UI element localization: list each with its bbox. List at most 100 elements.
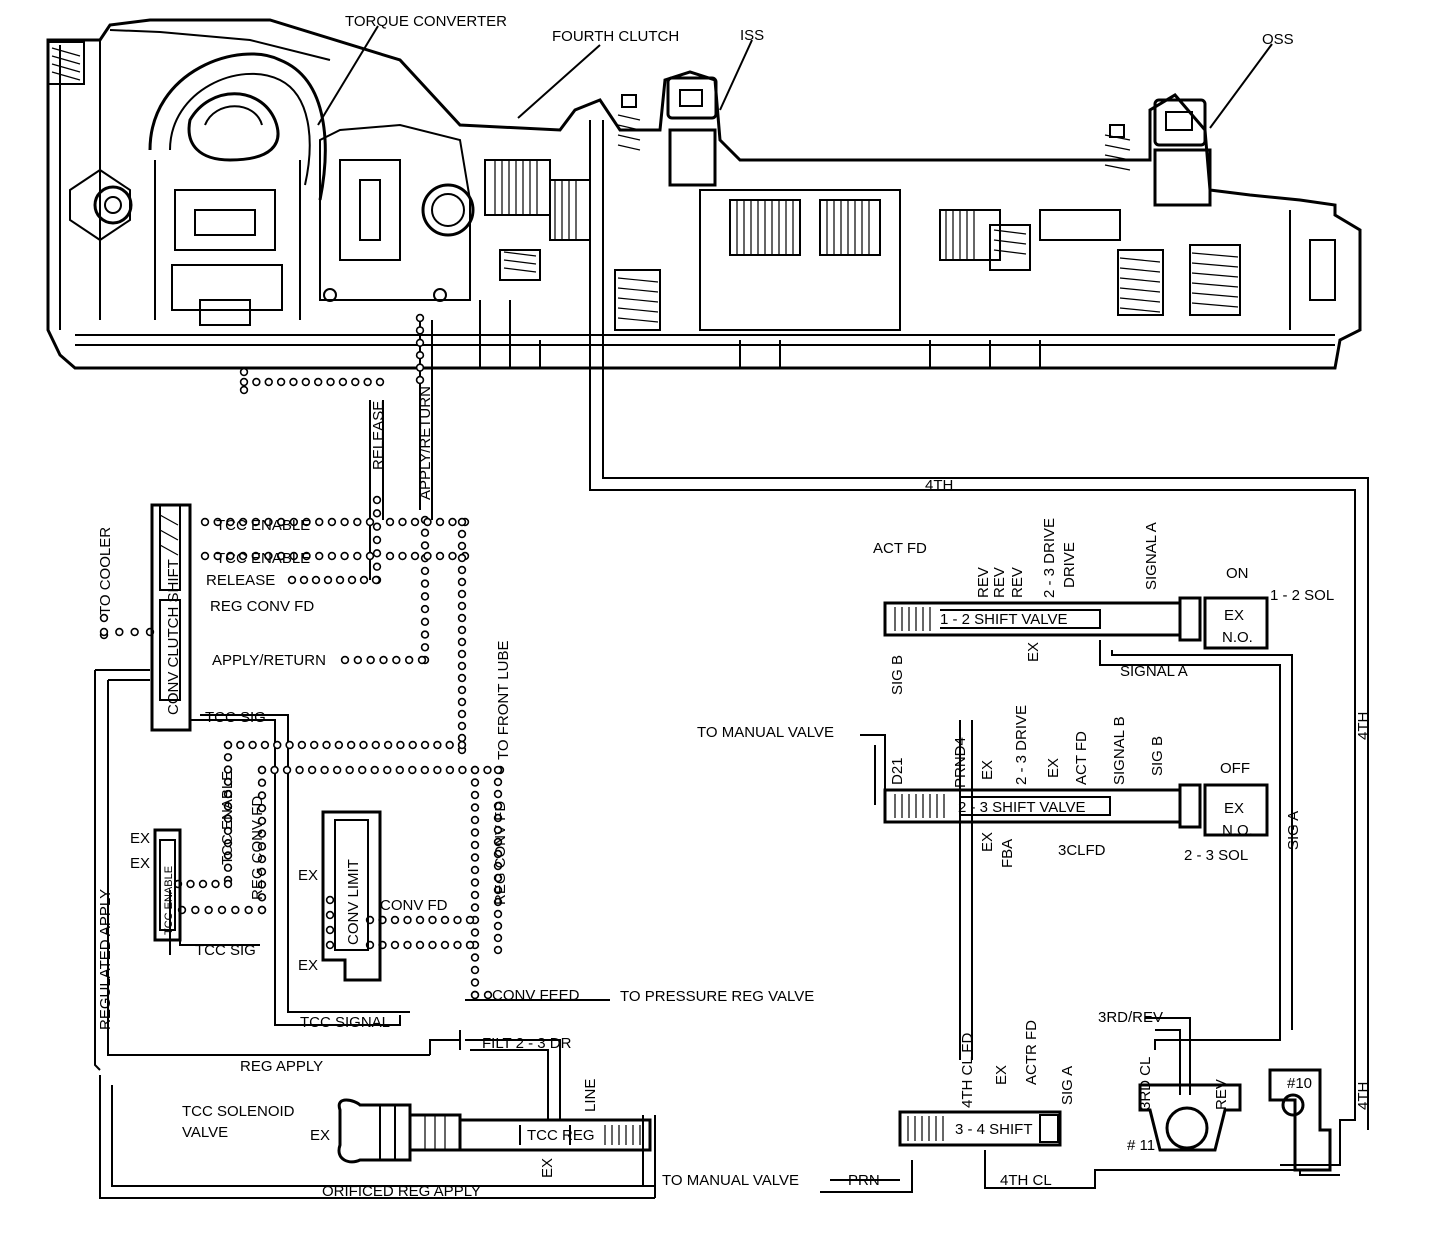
orifice-dot	[325, 895, 335, 905]
check-ball-11	[1138, 1083, 1242, 1152]
orifice-dot	[457, 673, 467, 683]
orifice-dot	[257, 854, 267, 864]
orifice-dot	[493, 873, 503, 883]
orifice-dot	[420, 528, 430, 537]
orifice-dot	[236, 740, 245, 750]
orifice-dot	[217, 905, 227, 915]
orifice-dot	[420, 740, 430, 750]
orifice-dot	[415, 338, 425, 347]
orifice-dot	[257, 905, 267, 915]
orifice-dot	[465, 915, 475, 925]
orifice-dot	[385, 551, 395, 561]
label-reg-apply: REG APPLY	[240, 1058, 323, 1075]
orifice-dot	[244, 905, 253, 915]
orifice-dot	[457, 697, 467, 707]
orifice-dot	[457, 553, 467, 563]
orifice-dot	[340, 655, 350, 665]
label-prnd4: PRND4	[952, 737, 969, 788]
orifice-dot	[320, 765, 329, 775]
orifice-dot	[239, 377, 249, 387]
orifice-dot	[470, 815, 480, 825]
label-oss: OSS	[1262, 31, 1294, 48]
orifice-dot	[470, 978, 480, 987]
orifice-dot	[493, 885, 503, 895]
orifice-dot	[470, 803, 480, 812]
orifice-dot	[493, 777, 503, 787]
orifice-dot	[238, 517, 248, 527]
label-tcc-sig-2: TCC SIG	[195, 942, 256, 959]
orifice-dot	[457, 625, 467, 635]
orifice-dot	[332, 765, 342, 775]
orifice-dot	[248, 740, 257, 750]
orifice-dot	[470, 765, 480, 775]
label-sig-a-2: SIG A	[1059, 1066, 1076, 1105]
orifice-dot	[326, 377, 335, 387]
orifice-dot	[420, 604, 430, 614]
orifice-dot	[493, 765, 503, 775]
orifice-dot	[223, 789, 233, 799]
labels: TORQUE CONVERTER FOURTH CLUTCH ISS OSS R…	[97, 13, 1372, 1200]
orifice-dot	[130, 627, 139, 637]
orifice-dot	[457, 517, 467, 527]
label-ball-11: # 11	[1127, 1137, 1155, 1154]
orifice-dot	[457, 661, 467, 671]
label-reg-conv-fd-vertical-2: REG CONV FD	[492, 801, 509, 905]
orifice-dot	[483, 990, 493, 1000]
orifice-dot	[493, 789, 503, 799]
orifice-dot	[257, 778, 267, 787]
iss-sensor	[617, 76, 718, 187]
orifice-dot	[383, 765, 392, 775]
leader-lines	[317, 25, 1273, 129]
orifice-dot	[420, 592, 430, 601]
orifice-dot	[415, 351, 425, 360]
orifice-dot	[415, 375, 425, 385]
transmission-cross-section	[46, 18, 1362, 370]
label-ex-2: EX	[130, 855, 150, 872]
orifice-dot	[257, 829, 267, 838]
hydraulic-lines	[94, 120, 1369, 1199]
orifice-dot	[457, 589, 467, 599]
label-regulated-apply: REGULATED APPLY	[97, 889, 114, 1030]
label-1-2-shift-valve: 1 - 2 SHIFT VALVE	[940, 611, 1068, 628]
label-tcc-sig: TCC SIG	[205, 709, 266, 726]
orifice-dot	[351, 377, 360, 387]
orifice-dot	[470, 965, 480, 975]
orifice-dot	[420, 643, 430, 652]
label-ex-no-1b: N.O.	[1222, 629, 1253, 646]
orifice-dot	[340, 551, 349, 561]
orifice-dot	[410, 517, 420, 527]
label-ex-4: EX	[298, 957, 318, 974]
orifice-dot	[252, 377, 261, 387]
orifice-dot	[457, 577, 467, 587]
label-act-fd: ACT FD	[873, 540, 927, 557]
label-conv-fd: CONV FD	[380, 897, 448, 914]
orifice-dot	[435, 551, 445, 561]
orifice-dot	[325, 910, 335, 920]
orifice-dot	[347, 575, 357, 585]
orifice-dot	[415, 363, 425, 372]
orifice-dot	[198, 879, 208, 889]
orifice-dot	[470, 928, 480, 937]
orifice-dot	[433, 765, 442, 775]
orifice-dot	[359, 740, 368, 750]
orifice-dot	[365, 551, 375, 561]
label-release-vertical: RELEASE	[370, 401, 387, 470]
orifice-dot	[372, 522, 382, 531]
orifice-dot	[470, 953, 480, 962]
orifice-dot	[383, 740, 393, 750]
label-ex-9: EX	[979, 760, 996, 780]
orifice-dot	[448, 551, 457, 561]
orifice-dot	[423, 517, 432, 527]
orifice-dot	[191, 905, 200, 915]
label-ex-1: EX	[130, 830, 150, 847]
orifice-dot	[493, 813, 503, 823]
label-tcc-reg: TCC REG	[527, 1127, 595, 1144]
orifice-dot	[457, 733, 467, 743]
orifice-dot	[470, 778, 480, 787]
label-to-manual-valve-bottom: TO MANUAL VALVE	[662, 1172, 799, 1189]
orifice-dot	[403, 915, 412, 925]
orifice-dot	[445, 740, 454, 750]
orifice-dot	[457, 721, 467, 731]
label-on: ON	[1226, 565, 1249, 582]
orifice-dot	[289, 551, 299, 561]
